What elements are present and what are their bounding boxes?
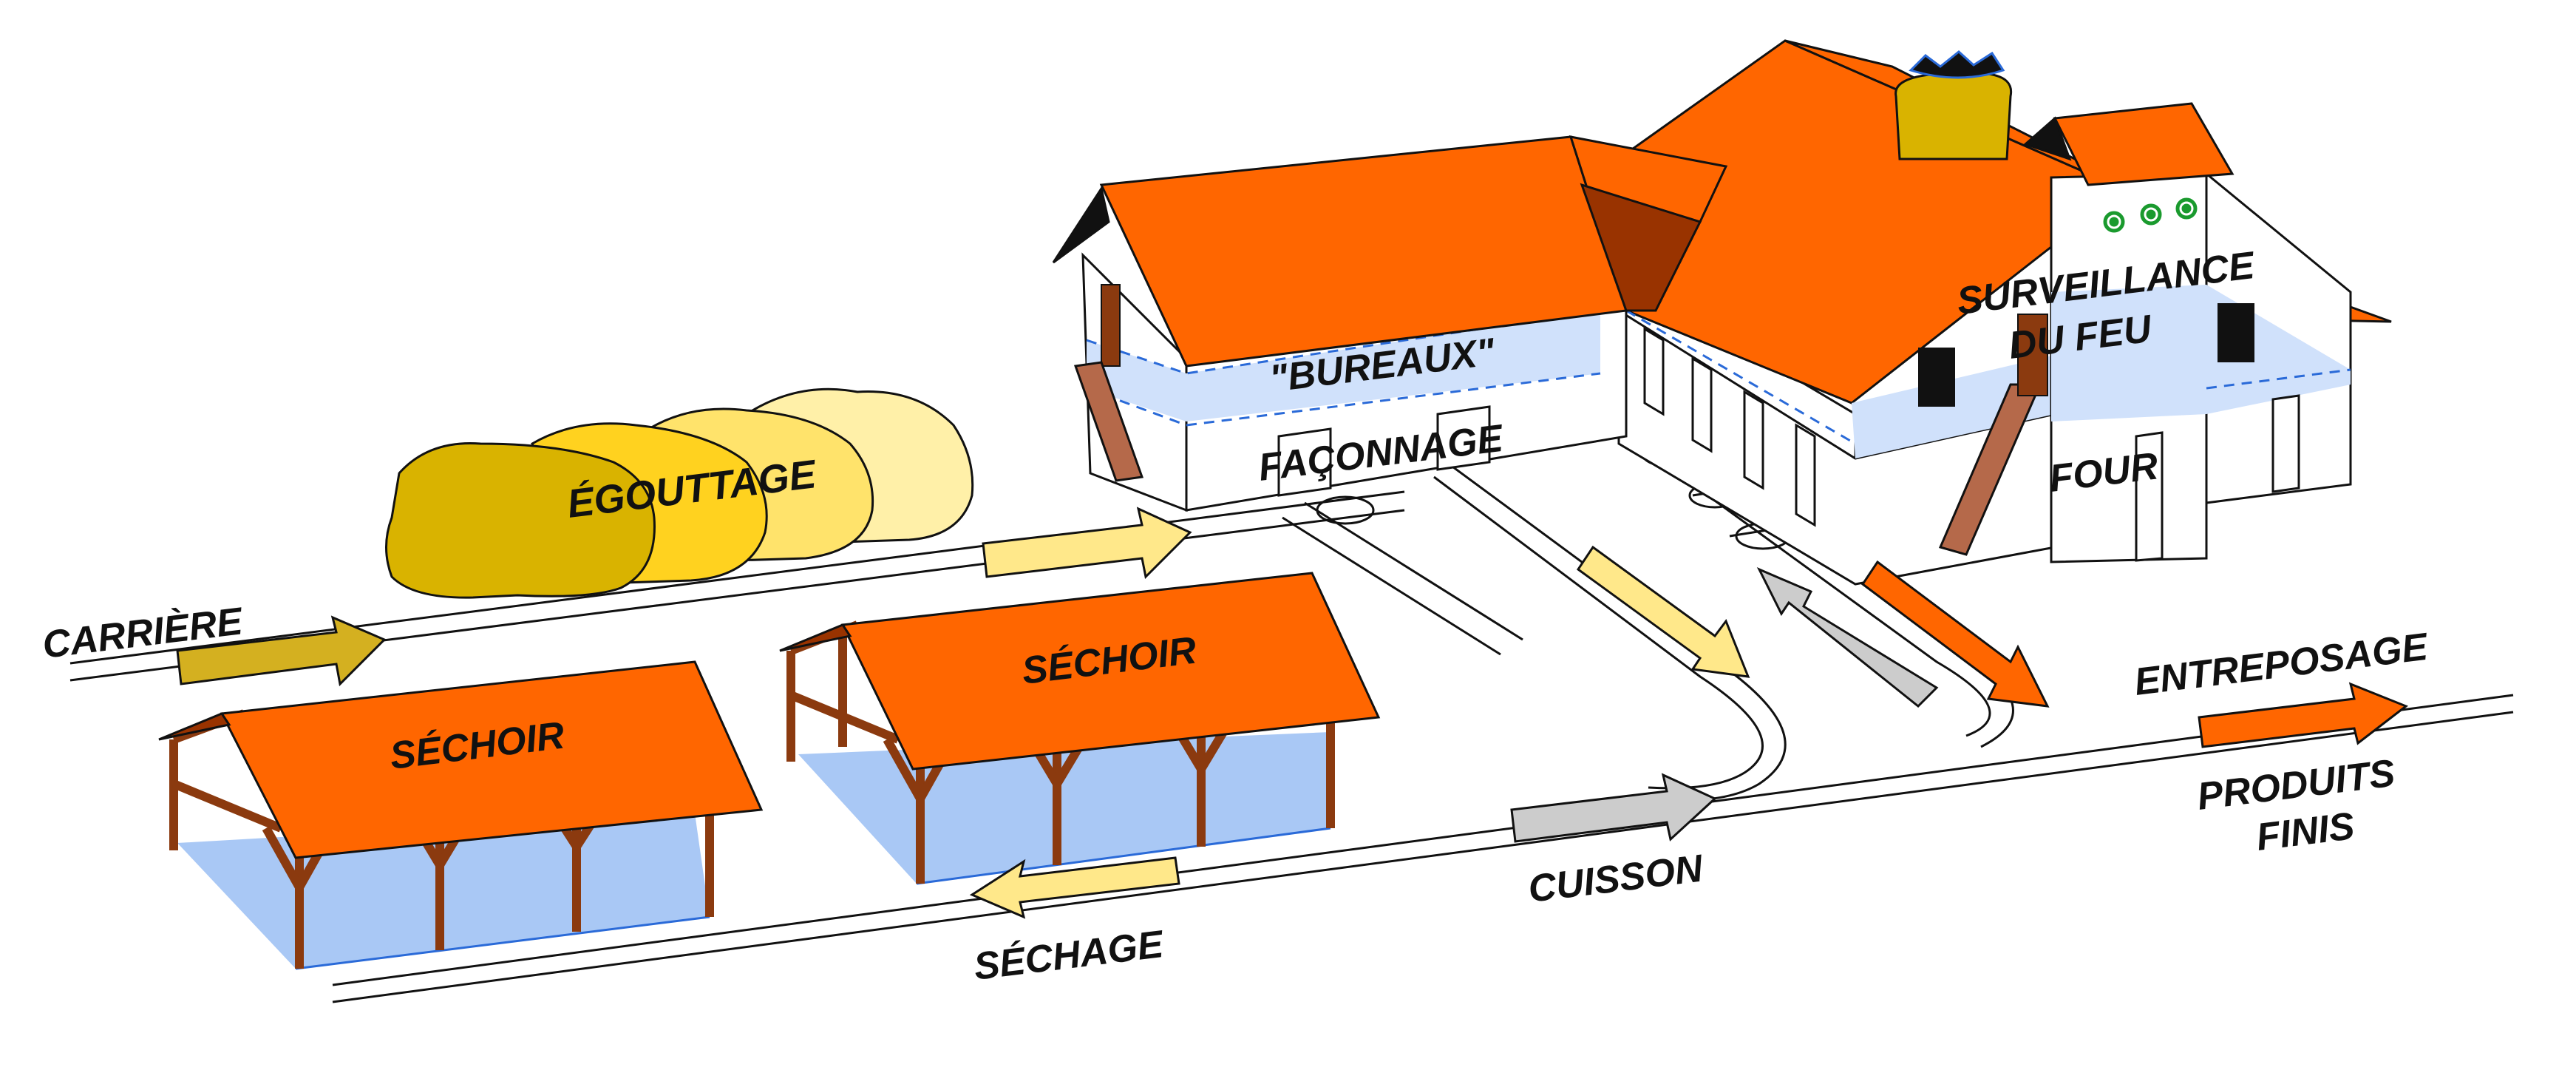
arrow-four-out-icon [1860, 560, 2050, 708]
office-shade [1087, 311, 1600, 421]
tower-roof-dark [2023, 116, 2072, 161]
label-sechage: SÉCHAGE [971, 923, 1166, 989]
label-produits-line2: FINIS [2254, 805, 2356, 859]
kiln-arches [1643, 327, 1816, 527]
chute-door [2017, 314, 2048, 396]
office-gable [1052, 186, 1110, 264]
office-roof-link-dark [1580, 183, 1702, 312]
drying-shed-1 [158, 660, 764, 970]
chimney-top [1909, 50, 2005, 79]
label-produits-line1: PRODUITS [2195, 752, 2397, 819]
track-branch-2 [1282, 516, 1501, 656]
arrow-carriere-icon [176, 615, 387, 687]
office-arches [1277, 405, 1491, 497]
track-upper-rail-1 [69, 490, 1405, 665]
chimney [1894, 50, 2013, 160]
tower-cut-line [2206, 368, 2351, 390]
shed-2-shadow [798, 732, 1331, 884]
shed-2-gable [779, 623, 852, 652]
track-curve-2 [1433, 475, 1764, 790]
tower-shade-band [2051, 285, 2351, 421]
kiln-cut-line [1625, 309, 1856, 445]
label-cuisson: CUISSON [1526, 847, 1706, 911]
office-chute [1073, 361, 1144, 482]
pile-1 [385, 442, 656, 599]
turntable-faconnage [1316, 495, 1375, 525]
tower-door-2 [2271, 394, 2300, 493]
track-branch-1 [1304, 501, 1523, 641]
arrow-cuisson-icon [1510, 773, 1717, 843]
arrow-egouttage-icon [982, 507, 1192, 580]
flow-arrows [176, 507, 2409, 919]
tower-door [2135, 431, 2164, 562]
track-lower-rail-1 [332, 694, 2514, 986]
track-lower-rail-2 [332, 711, 2514, 1003]
fire-eye-icons [2103, 197, 2198, 233]
shed-1-roof [220, 660, 764, 859]
draining-piles [385, 387, 974, 599]
label-entreposage: ENTREPOSAGE [2132, 626, 2430, 704]
office-building [1052, 135, 1728, 512]
shed-1-shadow-edge [295, 915, 710, 970]
arrow-faconnage-to-kiln-icon [1576, 545, 1750, 678]
fire-eye-dot [2109, 217, 2119, 227]
tower-roof [2053, 102, 2235, 186]
chimney-body [1894, 72, 2013, 160]
shed-1-gable [158, 712, 231, 741]
shed-2-roof [840, 572, 1381, 771]
fire-eye-dot [2146, 209, 2156, 220]
drying-shed-2 [779, 572, 1381, 885]
kiln-window [1918, 348, 1955, 407]
fire-watch-tower [1918, 102, 2352, 563]
track-curve-4 [1625, 435, 1991, 737]
shed-1-frame [169, 709, 714, 969]
office-door [1101, 284, 1121, 367]
arrow-kiln-return-icon [1756, 567, 1939, 708]
fire-eye-dot [2181, 203, 2192, 214]
shed-2-shadow-edge [916, 827, 1331, 885]
tower-window [2218, 303, 2254, 362]
arrow-entreposage-icon [2198, 682, 2409, 748]
arrow-sechage-icon [969, 856, 1180, 919]
